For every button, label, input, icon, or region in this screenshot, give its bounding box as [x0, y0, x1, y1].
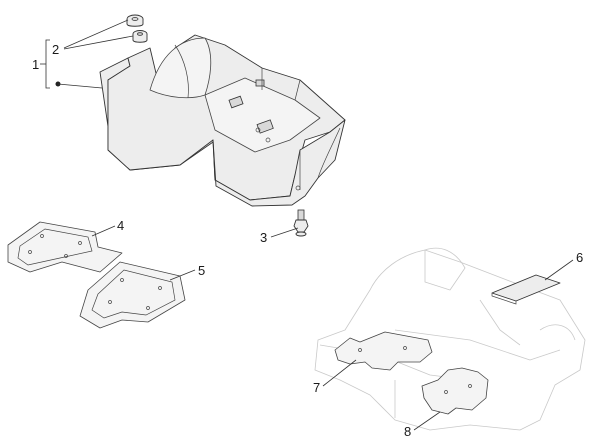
callout-8: 8: [404, 424, 411, 439]
part-8-insulation-pad: [421, 367, 489, 415]
part-7-insulation-pad: [334, 331, 433, 371]
part-5-rear-mat: [79, 261, 186, 329]
callout-6: 6: [576, 250, 583, 265]
callout-2: 2: [52, 42, 59, 57]
callout-bracket-1: [40, 39, 103, 89]
callout-7: 7: [313, 380, 320, 395]
callout-3: 3: [260, 230, 267, 245]
callout-1: 1: [32, 57, 39, 72]
part-2-grommets: [126, 14, 148, 43]
callout-4: 4: [117, 218, 124, 233]
part-1-floor-tunnel: [99, 34, 346, 207]
part-4-front-mat: [7, 221, 123, 273]
part-3-screw: [293, 209, 309, 237]
callout-5: 5: [198, 263, 205, 278]
leader-lines: [63, 19, 574, 431]
part-6-pad: [491, 274, 561, 305]
